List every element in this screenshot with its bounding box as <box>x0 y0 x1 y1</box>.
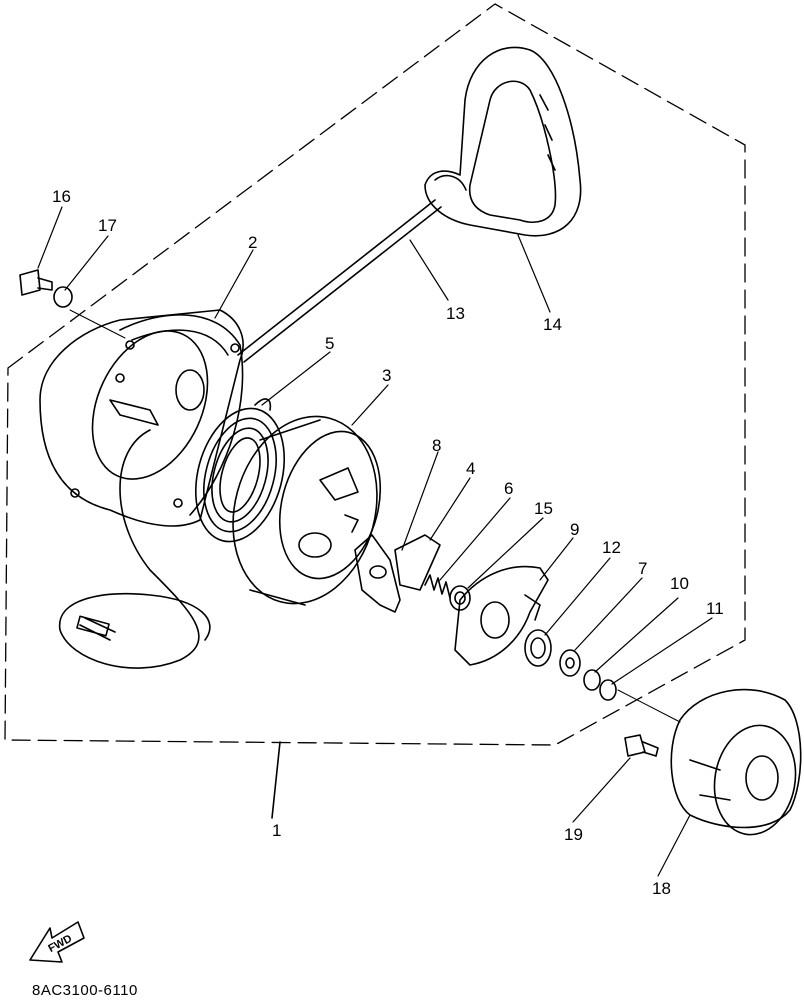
callout-14: 14 <box>543 315 562 334</box>
sheave-drum-part <box>232 415 382 606</box>
washer-12-part <box>524 629 552 667</box>
friction-plate-part <box>454 565 549 666</box>
callout-8: 8 <box>432 436 442 455</box>
callout-10: 10 <box>670 574 689 593</box>
nut-11-part <box>599 679 617 701</box>
washer-17-part <box>53 286 73 308</box>
callout-16: 16 <box>52 187 71 206</box>
assembly-axis <box>69 309 126 339</box>
callout-13: 13 <box>446 304 465 323</box>
bolt-16-part <box>19 269 53 296</box>
callout-12: 12 <box>602 538 621 557</box>
leader-lines <box>37 206 713 877</box>
starter-handle-part <box>424 46 582 237</box>
callout-6: 6 <box>504 479 514 498</box>
fwd-arrow-icon: FWD <box>29 921 85 963</box>
return-spring-part <box>424 574 451 599</box>
callout-17: 17 <box>98 216 117 235</box>
spiral-spring-part <box>194 398 286 543</box>
bolt-19-part <box>624 734 659 757</box>
callout-1: 1 <box>272 821 282 840</box>
ratchet-part <box>354 534 441 613</box>
callout-19: 19 <box>564 825 583 844</box>
starter-case-part <box>39 309 244 527</box>
washer-7-part <box>559 649 581 677</box>
callout-7: 7 <box>638 559 648 578</box>
callout-4: 4 <box>466 459 476 478</box>
callout-3: 3 <box>382 366 392 385</box>
starter-pulley-part <box>670 688 802 836</box>
diagram-part-code: 8AC3100-6110 <box>32 982 138 999</box>
callout-18: 18 <box>652 879 671 898</box>
pulley-axis <box>617 689 681 723</box>
callout-5: 5 <box>325 334 335 353</box>
nut-10-part <box>583 669 601 691</box>
callout-11: 11 <box>706 599 724 618</box>
callout-2: 2 <box>248 233 258 252</box>
callout-15: 15 <box>534 499 553 518</box>
assembly-boundary <box>4 3 746 746</box>
starter-rope-part <box>58 199 442 669</box>
callout-9: 9 <box>570 520 580 539</box>
leader-1 <box>271 741 281 819</box>
